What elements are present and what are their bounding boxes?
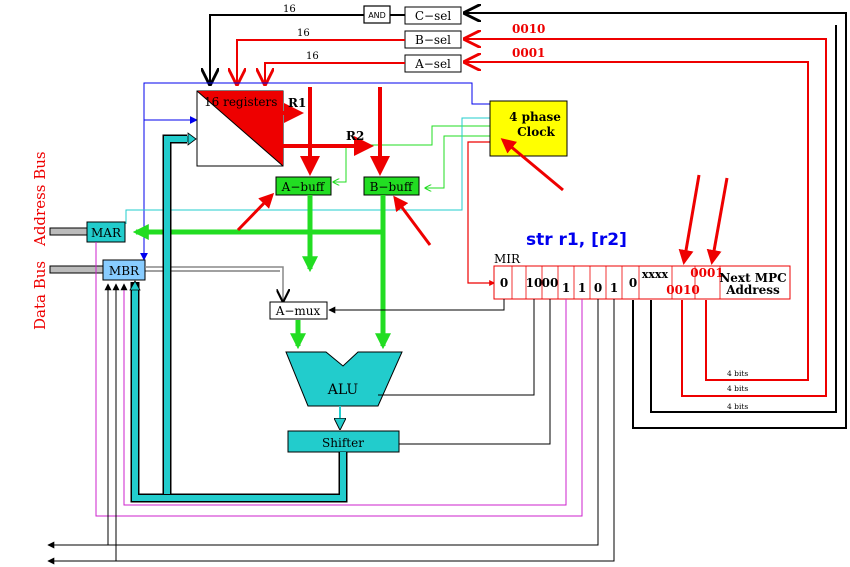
clock-to-registers (143, 82, 490, 124)
mbr-label: MBR (109, 264, 140, 278)
mir-field-enc: 0 (629, 276, 637, 290)
clock: 4 phase Clock (489, 100, 568, 157)
arrow-to-clock (500, 138, 564, 192)
mir-to-mbr (120, 283, 567, 506)
register-file: 16 registers (196, 90, 284, 167)
green-data-buses (132, 195, 392, 350)
arrow-to-a-buff (236, 192, 275, 232)
register-file-diagonal (196, 90, 284, 167)
c-bus (129, 132, 348, 503)
a-buff-label: A−buff (281, 180, 326, 194)
and-to-registers (210, 14, 364, 84)
c-bus-fill (132, 286, 346, 501)
memory-registers: MAR MBR (49, 221, 283, 301)
mir-field-wr: 1 (610, 281, 618, 295)
mir-a-to-a-sel (465, 62, 809, 381)
b-buff-label: B−buff (370, 180, 414, 194)
a-bus-width: 16 (306, 51, 319, 62)
mir-label: MIR (494, 252, 521, 266)
and-label: AND (368, 11, 386, 20)
data-bus-pipe (49, 265, 104, 274)
arrow-to-mir-a (706, 177, 729, 265)
mir-box (493, 265, 791, 300)
clock-to-mar (125, 117, 490, 224)
shifter-label: Shifter (322, 436, 364, 450)
register-file-label: 16 registers (204, 95, 277, 109)
register-read-paths (283, 87, 390, 176)
c-bus-to-registers-fill (164, 136, 189, 494)
b-sel-code: 0010 (512, 22, 545, 36)
a-sel-code: 0001 (512, 46, 545, 60)
a-field-bits: 4 bits (727, 384, 748, 393)
mir-to-alu (378, 299, 535, 396)
c-sel-label: C−sel (415, 9, 451, 23)
b-bus-width: 16 (297, 28, 310, 39)
mir: MIR 0 10 00 1 1 0 1 0 xxxx 0001 0010 Nex… (493, 252, 791, 300)
instruction-label: str r1, [r2] (526, 230, 627, 250)
mir-cell-dividers (511, 266, 721, 299)
clock-label-line1: 4 phase (509, 110, 561, 124)
mir-field-mbr: 1 (562, 281, 570, 295)
mir-to-shifter (399, 299, 551, 445)
mir-b-to-b-sel (465, 39, 827, 397)
mbr-box (102, 259, 146, 281)
c-bus-to-registers-head (187, 132, 197, 146)
arrow-to-b-buff (393, 195, 432, 246)
alu-shape (285, 351, 403, 407)
mir-field-rd: 0 (594, 281, 602, 295)
b-field-bits: 4 bits (727, 369, 748, 378)
address-bus-label: Address Bus (31, 151, 49, 247)
alu-label: ALU (327, 382, 359, 398)
clock-to-mir (467, 141, 496, 286)
clock-to-b-buff (425, 135, 490, 188)
mir-to-a-mux (328, 299, 505, 314)
mar-label: MAR (91, 226, 122, 240)
mbr-to-a-mux (145, 266, 283, 301)
a-mux-box (269, 301, 328, 320)
clock-label-line2: Clock (517, 125, 555, 139)
mir-field-c: xxxx (642, 268, 669, 281)
clock-to-a-buff (333, 125, 490, 182)
c-bus-to-mbr-head (129, 280, 141, 291)
ab-sel-wiring (237, 39, 827, 397)
c-field-bits: 4 bits (727, 402, 748, 411)
mir-field-mar: 1 (578, 281, 586, 295)
mir-field-alu: 10 (526, 276, 543, 290)
next-mpc-to-c-sel (465, 13, 847, 429)
mir-rd (47, 299, 599, 549)
mir-field-amux: 0 (500, 276, 508, 290)
mir-control-lines (47, 242, 615, 565)
a-sel-to-registers (265, 62, 405, 84)
b-buff-box (363, 176, 420, 196)
mir-field-a: 0001 (690, 266, 723, 280)
data-bus-label: Data Bus (31, 261, 49, 330)
r2-label: R2 (346, 129, 364, 143)
address-bus-pipe (49, 227, 89, 236)
alu-path: A−mux ALU Shifter (269, 301, 403, 453)
c-field-line (650, 25, 837, 413)
c-sel-wiring (210, 13, 847, 429)
field-width-labels: 4 bits 4 bits 4 bits (650, 25, 837, 413)
r1-label: R1 (288, 96, 306, 110)
mir-field-shift: 00 (542, 276, 559, 290)
highlight-arrows (236, 138, 729, 265)
arrow-to-mir-b (678, 174, 701, 265)
mir-next-line1: Next MPC (719, 271, 786, 285)
c-bus-width: 16 (283, 4, 296, 15)
b-sel-label: B−sel (415, 33, 451, 47)
a-sel-label: A−sel (414, 57, 451, 71)
b-sel-to-registers (237, 39, 405, 84)
a-buff-box (275, 176, 332, 196)
buffers: A−buff B−buff (275, 176, 420, 196)
mir-wr (47, 299, 615, 565)
a-mux-label: A−mux (275, 304, 321, 318)
mir-field-b: 0010 (666, 283, 699, 297)
mir-next-line2: Address (725, 283, 780, 297)
mar-box (86, 221, 126, 243)
